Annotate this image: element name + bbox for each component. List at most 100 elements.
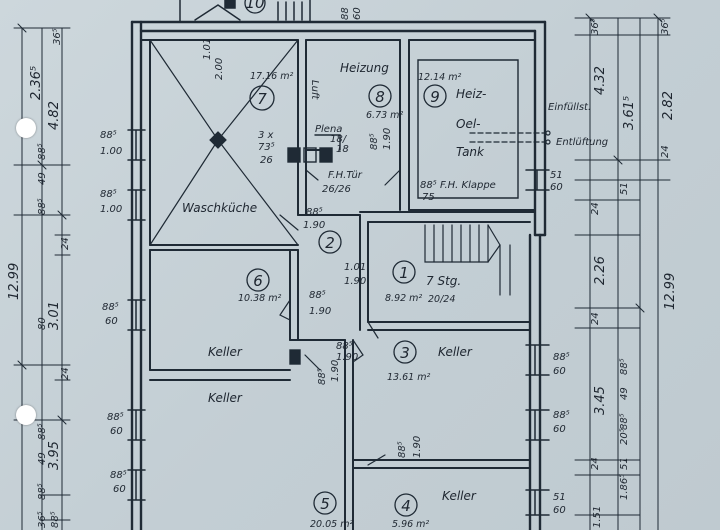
right-dim-total: 12.99 <box>663 273 678 310</box>
window-left-2-top: 88⁵ <box>100 189 117 200</box>
fuel-pipes <box>469 132 546 143</box>
left-dim-49b: 49 <box>37 452 48 465</box>
door-3b-dim-top: 88⁵ <box>317 368 328 385</box>
room-9-name-tank: Tank <box>456 145 485 159</box>
plena-label: Plena <box>315 124 342 135</box>
room-3-number: 3 <box>400 344 410 362</box>
door-6-dim-bot: 1.90 <box>309 306 331 317</box>
window-left-5-bot: 60 <box>113 484 126 495</box>
room-4-name: Keller <box>442 489 477 503</box>
window-right-2-bot: 60 <box>553 366 566 377</box>
door-swings <box>279 169 401 466</box>
plena-dim-2: 18 <box>336 144 349 155</box>
right-dim-24a: 24 <box>590 202 601 215</box>
window-right-3-top: 88⁵ <box>553 410 570 421</box>
window-right-3-bot: 60 <box>553 424 566 435</box>
door-2-dim-top: 88⁵ <box>306 207 323 218</box>
left-dim-365: 36⁵ <box>52 28 63 45</box>
right-dim-432: 4.32 <box>593 66 608 95</box>
room-9-name-oel: Oel- <box>456 117 481 131</box>
room-4-area: 5.96 m² <box>392 519 429 530</box>
room-8-area: 6.73 m² <box>366 110 403 121</box>
top-entrance <box>179 0 311 23</box>
door-4-dim-bot: 1.90 <box>412 436 423 458</box>
room-6-number: 6 <box>253 272 263 290</box>
door-3-dim-top: 88⁵ <box>336 341 353 352</box>
left-dim-top: 2.36⁵ <box>29 66 44 100</box>
waschkueche-hip-lines <box>149 39 299 246</box>
room-8-name: Heizung <box>340 61 389 75</box>
room-1-area: 8.92 m² <box>385 293 422 304</box>
stairs-dim: 20/24 <box>428 294 455 305</box>
fh-klappe-label: F.H. Klappe <box>440 180 496 191</box>
door-3b-dim-bot: 1.90 <box>330 360 341 382</box>
right-dim-365: 36⁵ <box>590 18 601 35</box>
fh-tuer-dim: 26/26 <box>322 184 351 195</box>
window-right-1-top: 51 <box>550 170 563 181</box>
door-7-dim-bot: 2.00 <box>214 58 225 80</box>
window-3x-label: 3 x <box>258 130 274 141</box>
chimney <box>287 134 341 365</box>
window-right-1-bot: 60 <box>550 182 563 193</box>
keller-label-upper: Keller <box>208 345 243 359</box>
door-6-dim-top: 88⁵ <box>309 290 326 301</box>
room-7-number: 7 <box>257 90 267 108</box>
door-8-dim-bot: 1.90 <box>382 128 393 150</box>
room-5-number: 5 <box>320 495 330 513</box>
room-8-number: 8 <box>375 88 385 106</box>
entlueftung-label: Entlüftung <box>556 137 608 148</box>
window-left-3-top: 88⁵ <box>102 302 119 313</box>
room-9-number: 9 <box>430 88 440 106</box>
room-number-markers <box>244 0 447 517</box>
right-dim-3615: 3.61⁵ <box>622 96 637 130</box>
window-left-1-top: 88⁵ <box>100 130 117 141</box>
right-dim-885b: 88⁵ <box>619 413 630 430</box>
heizung-dim-bot: 60 <box>352 7 363 20</box>
keller-label-left: Keller <box>208 391 243 405</box>
left-dim-395: 3.95 <box>47 441 62 470</box>
right-dim-51b: 51 <box>619 457 630 470</box>
plena-dim-1: 18/ <box>330 134 348 145</box>
window-right-4-top: 51 <box>553 492 566 503</box>
door-2-dim-bot: 1.90 <box>303 220 325 231</box>
door-4-dim-top: 88⁵ <box>397 441 408 458</box>
door-3-dim-bot: 1.90 <box>336 352 358 363</box>
window-left-4-bot: 60 <box>110 426 123 437</box>
room-10-number: 10 <box>245 0 264 12</box>
room-5-area: 20.05 m² <box>310 519 353 530</box>
left-dim-total: 12.99 <box>7 263 22 300</box>
room-2-number: 2 <box>325 234 335 252</box>
left-dim-885c: 88⁵ <box>37 423 48 440</box>
right-dim-226: 2.26 <box>593 256 608 285</box>
left-dim-885a: 88⁵ <box>37 198 48 215</box>
room-4-number: 4 <box>401 497 411 515</box>
room-1-number: 1 <box>399 264 409 282</box>
left-dim-24b: 24 <box>60 367 71 380</box>
fh-klappe-dim: 88⁵ <box>420 180 437 191</box>
left-dim-482: 4.82 <box>47 101 62 130</box>
left-dim-885d: 88⁵ <box>37 483 48 500</box>
right-dimension-lines <box>574 13 671 530</box>
right-dim-49: 49 <box>619 387 630 400</box>
room-7-name: Waschküche <box>182 201 257 215</box>
right-dim-24d: 24 <box>660 145 671 158</box>
stairs-label: 7 Stg. <box>426 274 461 288</box>
left-dimension-lines <box>13 23 71 530</box>
einfuellst-label: Einfüllst. <box>548 102 591 113</box>
left-dim-307: 3.01 <box>47 301 62 330</box>
right-dim-365b: 36⁵ <box>660 18 671 35</box>
door-8-dim-top: 88⁵ <box>369 133 380 150</box>
room-9-name-heiz: Heiz- <box>456 87 486 101</box>
windows-right <box>525 169 550 516</box>
window-right-2-top: 88⁵ <box>553 352 570 363</box>
right-dim-151: 1.51 <box>592 506 603 528</box>
window-left-4-top: 88⁵ <box>107 412 124 423</box>
windows-left <box>127 129 146 501</box>
right-dim-1865: 1.86⁵ <box>619 474 630 500</box>
window-right-4-bot: 60 <box>553 505 566 516</box>
room-3-name: Keller <box>438 345 473 359</box>
punch-hole-top <box>16 118 36 138</box>
fh-klappe-dim2: 75 <box>422 192 435 203</box>
